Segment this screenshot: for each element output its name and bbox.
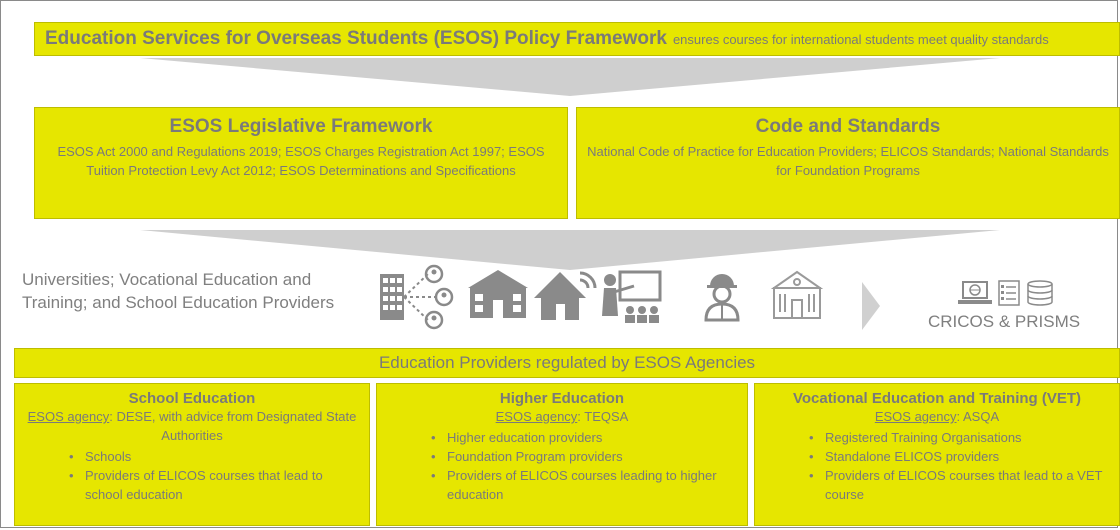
list-item: Providers of ELICOS courses leading to h… <box>387 466 737 504</box>
column-title: Higher Education <box>499 390 625 407</box>
list-item: Providers of ELICOS courses that lead to… <box>765 466 1109 504</box>
agency-value: : DESE, with advice from Designated Stat… <box>109 409 357 443</box>
list-item: Schools <box>25 447 359 466</box>
laptop-icon <box>958 281 992 304</box>
higher-education-box: Higher Education ESOS agency: TEQSA High… <box>376 383 748 526</box>
agency-key: ESOS agency <box>495 409 578 424</box>
column-agency: ESOS agency: DESE, with advice from Desi… <box>25 407 359 445</box>
column-agency: ESOS agency: ASQA <box>765 407 1109 426</box>
list-item: Registered Training Organisations <box>765 428 1109 447</box>
worker-icon <box>704 274 740 322</box>
teacher-classroom-icon <box>602 270 662 323</box>
cricos-icons <box>957 280 1054 306</box>
code-text: National Code of Practice for Education … <box>587 144 1109 178</box>
column-bullets: Higher education providers Foundation Pr… <box>387 428 737 504</box>
agency-key: ESOS agency <box>27 409 110 424</box>
banner-subtitle: ensures courses for international studen… <box>672 31 1049 47</box>
code-title: Code and Standards <box>755 116 941 137</box>
column-agency: ESOS agency: TEQSA <box>387 407 737 426</box>
column-title: Vocational Education and Training (VET) <box>792 390 1082 407</box>
chevron-right-icon <box>862 282 880 330</box>
agency-value: : TEQSA <box>577 409 629 424</box>
agency-value: : ASQA <box>956 409 1000 424</box>
down-arrow-middle <box>140 230 1000 270</box>
regulated-providers-bar: Education Providers regulated by ESOS Ag… <box>14 348 1120 378</box>
list-item: Higher education providers <box>387 428 737 447</box>
campus-icon <box>770 270 824 319</box>
school-education-box: School Education ESOS agency: DESE, with… <box>14 383 370 526</box>
code-standards-box: Code and Standards National Code of Prac… <box>576 107 1120 219</box>
legislative-title: ESOS Legislative Framework <box>169 116 433 137</box>
database-icon <box>1027 280 1053 306</box>
providers-description: Universities; Vocational Education and T… <box>22 270 335 312</box>
school-icon <box>468 270 528 318</box>
checklist-icon <box>998 280 1021 306</box>
regulated-label: Education Providers regulated by ESOS Ag… <box>378 353 756 372</box>
house-wifi-icon <box>534 271 597 320</box>
list-item: Standalone ELICOS providers <box>765 447 1109 466</box>
column-bullets: Schools Providers of ELICOS courses that… <box>25 447 359 504</box>
list-item: Providers of ELICOS courses that lead to… <box>25 466 359 504</box>
agency-key: ESOS agency <box>874 409 957 424</box>
legislative-framework-box: ESOS Legislative Framework ESOS Act 2000… <box>34 107 568 219</box>
cricos-prisms-label: CRICOS & PRISMS <box>928 312 1081 331</box>
legislative-text: ESOS Act 2000 and Regulations 2019; ESOS… <box>57 144 545 178</box>
building-network-icon <box>380 264 454 330</box>
column-bullets: Registered Training Organisations Standa… <box>765 428 1109 504</box>
down-arrow-top <box>140 58 1000 96</box>
column-title: School Education <box>128 390 256 407</box>
policy-framework-banner: Education Services for Overseas Students… <box>34 22 1120 56</box>
banner-title: Education Services for Overseas Students… <box>45 28 667 49</box>
vet-box: Vocational Education and Training (VET) … <box>754 383 1120 526</box>
list-item: Foundation Program providers <box>387 447 737 466</box>
